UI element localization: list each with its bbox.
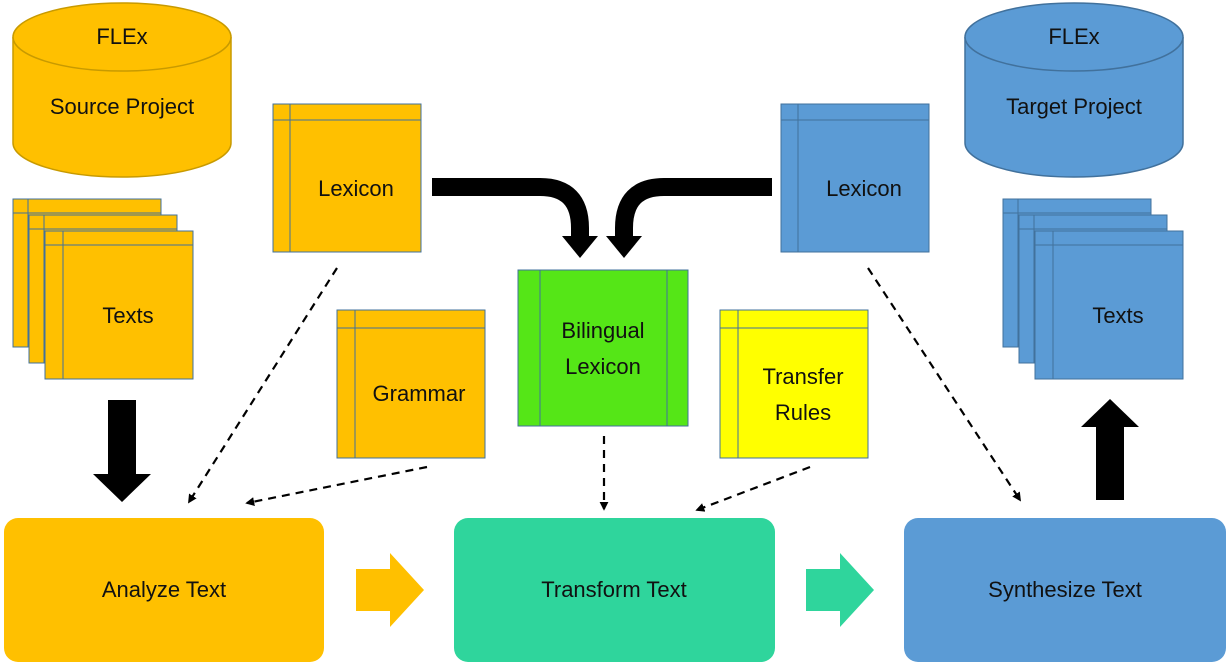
target-lexicon-card: Lexicon (780, 103, 930, 253)
target-lexicon-label: Lexicon (826, 176, 902, 201)
grammar-to-analyze-dashed-arrow (245, 465, 428, 507)
source-project-database: FLEx Source Project (12, 2, 232, 178)
bilingual-lexicon-card: Bilingual Lexicon (517, 269, 689, 427)
transfer-rules-card: Transfer Rules (719, 309, 869, 459)
source-lexicon-to-bilingual-arrow (432, 178, 598, 258)
grammar-label: Grammar (373, 381, 466, 406)
target-lexicon-to-synthesize-dashed-arrow (867, 267, 1021, 502)
bilingual-lexicon-line1: Bilingual (561, 318, 644, 343)
source-db-flex-label: FLEx (96, 24, 147, 49)
analyze-text-box: Analyze Text (4, 518, 324, 662)
target-texts-label: Texts (1092, 303, 1143, 328)
transform-text-box: Transform Text (454, 518, 775, 662)
source-lexicon-label: Lexicon (318, 176, 394, 201)
analyze-to-transform-arrow (356, 553, 424, 627)
transfer-rules-line1: Transfer (762, 364, 843, 389)
transform-text-label: Transform Text (541, 577, 686, 602)
source-texts-label: Texts (102, 303, 153, 328)
target-texts-up-arrow (1081, 399, 1139, 500)
target-lexicon-to-bilingual-arrow (606, 178, 772, 258)
target-project-database: FLEx Target Project (964, 2, 1184, 178)
bilingual-lexicon-line2: Lexicon (565, 354, 641, 379)
transfer-rules-to-transform-dashed-arrow (695, 465, 811, 512)
synthesize-text-box: Synthesize Text (904, 518, 1226, 662)
target-db-flex-label: FLEx (1048, 24, 1099, 49)
source-db-project-label: Source Project (50, 94, 194, 119)
source-texts-stack: Texts (12, 198, 194, 380)
target-texts-stack: Texts (1002, 198, 1184, 380)
transform-to-synthesize-arrow (806, 553, 874, 627)
analyze-text-label: Analyze Text (102, 577, 226, 602)
grammar-card: Grammar (336, 309, 486, 459)
source-lexicon-to-analyze-dashed-arrow (188, 267, 338, 504)
target-db-project-label: Target Project (1006, 94, 1142, 119)
transfer-rules-line2: Rules (775, 400, 831, 425)
source-lexicon-card: Lexicon (272, 103, 422, 253)
synthesize-text-label: Synthesize Text (988, 577, 1142, 602)
source-texts-down-arrow (93, 400, 151, 502)
